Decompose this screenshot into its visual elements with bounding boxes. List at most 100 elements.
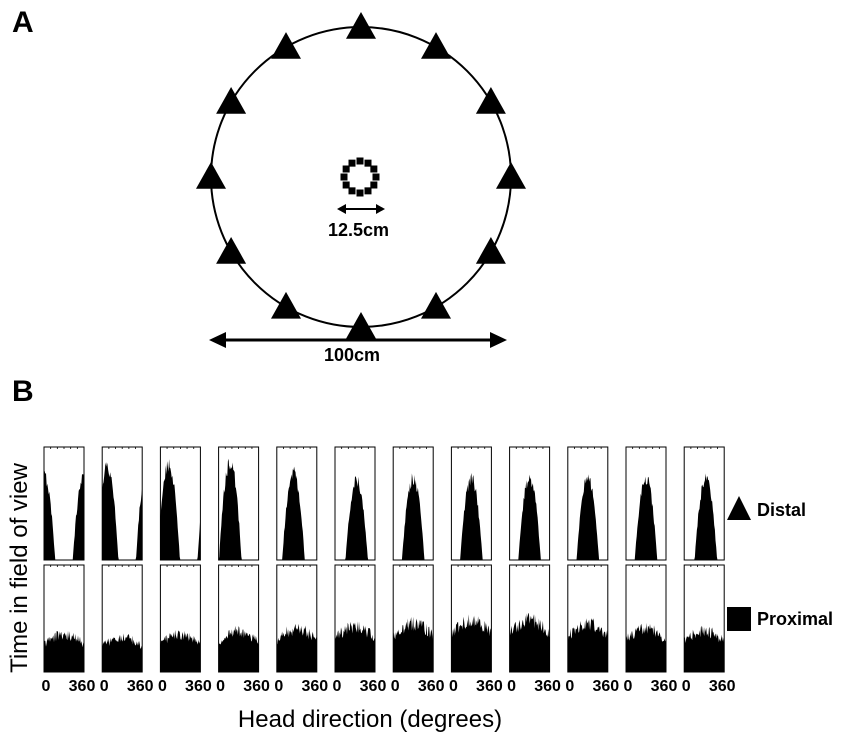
- distal-cue-triangle: [196, 162, 226, 189]
- distal-histogram: [625, 446, 667, 561]
- distal-cue-triangle: [475, 87, 506, 114]
- histogram-area: [218, 458, 259, 560]
- distal-histogram: [276, 446, 318, 561]
- proximal-cue-square: [370, 165, 378, 173]
- proximal-legend-square-icon: [727, 607, 751, 631]
- x-tick-label-start: 0: [42, 678, 51, 695]
- proximal-histogram: [101, 564, 143, 673]
- histogram-area: [626, 622, 666, 672]
- legend-distal-label: Distal: [757, 500, 806, 520]
- distal-histogram: [218, 446, 260, 561]
- x-tick-label-end: 360: [127, 678, 154, 695]
- proximal-histogram: [218, 564, 260, 673]
- histogram-panels: [43, 446, 725, 673]
- arena-dimension-label: 100cm: [324, 345, 380, 365]
- histogram-area: [44, 471, 84, 560]
- proximal-cue-square: [364, 187, 372, 195]
- x-tick-label-end: 360: [418, 678, 445, 695]
- histogram-area: [451, 473, 492, 560]
- proximal-cue-square: [342, 181, 350, 189]
- proximal-histogram: [683, 564, 725, 673]
- histogram-area: [276, 466, 317, 560]
- distal-histogram: [159, 446, 201, 561]
- distal-histogram: [683, 446, 725, 561]
- proximal-cue-square: [372, 173, 380, 181]
- histogram-area: [44, 630, 84, 672]
- x-tick-label-end: 360: [69, 678, 96, 695]
- proximal-histogram: [334, 564, 376, 673]
- proximal-cue-square: [348, 159, 356, 167]
- histogram-area: [567, 474, 608, 560]
- x-tick-label-start: 0: [624, 678, 633, 695]
- histogram-area: [218, 625, 259, 672]
- distal-cue-triangle: [496, 162, 526, 189]
- y-axis-title: Time in field of view: [6, 462, 33, 673]
- distal-cue-triangle: [271, 291, 301, 319]
- histogram-area: [567, 618, 608, 672]
- x-tick-label-start: 0: [216, 678, 225, 695]
- histogram-area: [393, 616, 434, 672]
- histogram-area: [509, 474, 550, 560]
- distal-histogram: [392, 446, 434, 561]
- distal-legend-triangle-icon: [727, 496, 751, 520]
- distal-cue-triangle: [475, 237, 506, 264]
- histogram-area: [102, 633, 143, 672]
- distal-histogram: [101, 446, 143, 561]
- x-tick-label-start: 0: [507, 678, 516, 695]
- histogram-area: [509, 613, 550, 672]
- histogram-area: [684, 473, 725, 560]
- histogram-area: [684, 625, 725, 672]
- x-tick-label-start: 0: [682, 678, 691, 695]
- proximal-cue-square: [342, 165, 350, 173]
- histogram-area: [335, 621, 375, 672]
- histogram-area: [102, 462, 143, 560]
- distal-cue-triangle: [271, 32, 301, 59]
- x-tick-label-end: 360: [185, 678, 212, 695]
- proximal-histogram: [450, 564, 492, 673]
- x-tick-label-end: 360: [301, 678, 328, 695]
- x-tick-label-start: 0: [100, 678, 109, 695]
- proximal-cue-square: [370, 181, 378, 189]
- histogram-area: [626, 476, 666, 560]
- histogram-area: [160, 459, 201, 560]
- distal-histogram: [450, 446, 492, 561]
- x-tick-label-end: 360: [360, 678, 387, 695]
- x-tick-label-start: 0: [274, 678, 283, 695]
- proximal-histogram: [159, 564, 201, 673]
- x-tick-label-start: 0: [449, 678, 458, 695]
- distal-cue-triangle: [216, 237, 247, 264]
- x-axis-title: Head direction (degrees): [238, 706, 502, 733]
- x-tick-label-end: 360: [534, 678, 561, 695]
- x-tick-label-end: 360: [709, 678, 736, 695]
- proximal-histogram: [509, 564, 551, 673]
- proximal-cue-square: [348, 187, 356, 195]
- histogram-area: [276, 623, 317, 672]
- histogram-area: [160, 630, 201, 672]
- distal-histogram: [509, 446, 551, 561]
- panel-b-label: B: [12, 375, 34, 408]
- histogram-area: [451, 614, 492, 672]
- x-tick-label-end: 360: [476, 678, 503, 695]
- distal-cue-triangle: [421, 291, 451, 319]
- x-tick-label-start: 0: [565, 678, 574, 695]
- distal-histogram: [334, 446, 376, 561]
- distal-cue-triangle: [216, 87, 247, 114]
- distal-cue-triangle: [421, 32, 451, 59]
- proximal-histogram: [43, 564, 85, 673]
- distal-histogram: [567, 446, 609, 561]
- distal-cue-triangle: [346, 12, 376, 39]
- arena-circle: [210, 26, 512, 328]
- proximal-cue-square: [356, 157, 364, 165]
- proximal-cue-square: [356, 189, 364, 197]
- legend-proximal-label: Proximal: [757, 609, 833, 629]
- distal-cue-triangle: [346, 312, 376, 339]
- x-tick-label-start: 0: [391, 678, 400, 695]
- x-tick-label-end: 360: [592, 678, 619, 695]
- x-tick-label-start: 0: [158, 678, 167, 695]
- proximal-dimension-label: 12.5cm: [328, 220, 389, 240]
- proximal-cue-square: [364, 159, 372, 167]
- proximal-dimension-arrow: [337, 204, 385, 214]
- proximal-histogram: [567, 564, 609, 673]
- histogram-area: [393, 473, 434, 560]
